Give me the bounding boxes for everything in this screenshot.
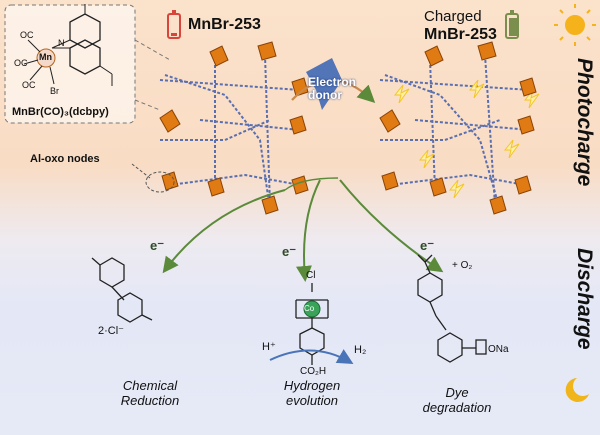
electron-label-1: e⁻ [150, 238, 165, 253]
al-oxo-nodes [159, 41, 537, 215]
lightning-glow [393, 79, 540, 199]
viologen-molecule [91, 257, 153, 323]
mof-framework-left [159, 54, 301, 211]
mof-title-right-state: Charged [424, 8, 482, 25]
h2-evolution-arrow [269, 349, 354, 365]
caption-chemical-reduction: Chemical Reduction [120, 378, 180, 408]
arrow-dye [339, 179, 444, 273]
mof-title-right: MnBr-253 [424, 26, 497, 43]
discharge-label: Discharge [573, 248, 596, 350]
br-label: Br [50, 86, 59, 96]
na-label: ONa [488, 344, 509, 355]
complex-label: MnBr(CO)₃(dcbpy) [12, 106, 109, 118]
hplus-label: H⁺ [262, 341, 276, 353]
co2h-label: CO₂H [300, 366, 327, 377]
mof-title-left: MnBr-253 [188, 16, 261, 33]
co-ligand: OC [20, 30, 34, 40]
cobaloxime-molecule [295, 283, 329, 365]
co-ligand: OC [22, 80, 36, 90]
mn-label: Mn [39, 52, 52, 62]
al-oxo-label: Al-oxo nodes [30, 153, 100, 165]
sun-icon [554, 4, 596, 46]
photocharge-label: Photocharge [573, 58, 596, 187]
caption-dye-degradation: Dye degradation [422, 385, 492, 415]
cl-label: Cl [306, 270, 316, 281]
node-highlight [145, 171, 175, 193]
co-atom [303, 300, 321, 318]
caption-hydrogen-evolution: Hydrogen evolution [283, 378, 341, 408]
mof-framework-right [379, 54, 531, 211]
dye-molecule [417, 254, 487, 363]
mn-atom [36, 48, 56, 68]
co-metal-label: Co [304, 304, 315, 313]
viologen-counterion: 2·Cl⁻ [98, 325, 124, 337]
electron-label-2: e⁻ [282, 244, 297, 259]
arrow-hydrogen [296, 179, 321, 282]
co-ligand: OC [14, 58, 28, 68]
arrow-chemical-reduction [162, 189, 286, 274]
electron-donor-label: Electron donor [308, 75, 357, 102]
h2-label: H₂ [354, 344, 367, 356]
electron-donor-bolt [306, 58, 342, 110]
electron-label-3: e⁻ [420, 238, 435, 253]
o2-label: + O₂ [452, 260, 473, 271]
moon-icon [565, 378, 589, 402]
n-label: N [58, 38, 65, 48]
